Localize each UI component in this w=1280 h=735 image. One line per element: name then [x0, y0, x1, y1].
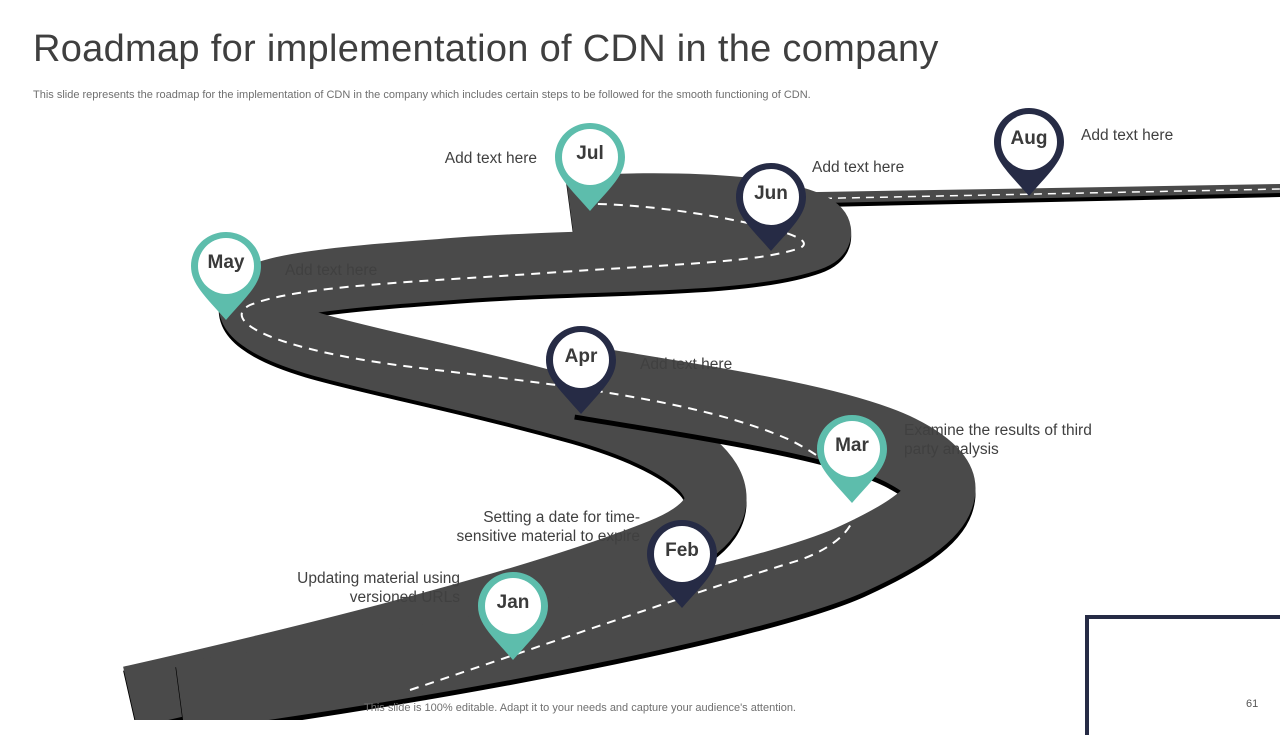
milestone-month: Jun [754, 183, 788, 204]
milestone-pin-jun: Jun [732, 159, 810, 255]
milestone-pin-may: May [187, 228, 265, 324]
footer-note: This slide is 100% editable. Adapt it to… [364, 702, 796, 714]
milestone-text-mar: Examine the results of third party analy… [904, 422, 1092, 458]
map-pin-icon [555, 123, 625, 211]
page-number: 61 [1246, 698, 1259, 710]
map-pin-icon [647, 520, 717, 608]
corner-frame [1085, 615, 1280, 735]
road-path [123, 173, 1280, 720]
milestone-pin-apr: Apr [542, 322, 620, 418]
milestone-text-feb: Setting a date for time-sensitive materi… [456, 509, 641, 545]
map-pin-icon [478, 572, 548, 660]
slide-subtitle: This slide represents the roadmap for th… [33, 89, 811, 101]
milestone-text-jul: Add text here [444, 150, 537, 167]
milestone-month: May [207, 252, 245, 273]
milestone-month: Jul [576, 143, 604, 164]
map-pin-icon [817, 415, 887, 503]
milestone-month: Aug [1010, 128, 1048, 149]
milestone-month: Mar [835, 435, 869, 456]
milestone-month: Apr [564, 346, 598, 367]
milestone-text-may: Add text here [285, 262, 378, 279]
milestone-month: Jan [496, 592, 530, 613]
map-pin-icon [191, 232, 261, 320]
milestone-pin-aug: Aug [990, 104, 1068, 200]
milestone-pin-feb: Feb [643, 516, 721, 612]
milestone-pin-jul: Jul [551, 119, 629, 215]
milestone-text-jan: Updating material using versioned URLs [297, 570, 460, 606]
milestone-text-aug: Add text here [1081, 127, 1174, 144]
milestone-pin-jan: Jan [474, 568, 552, 664]
map-pin-icon [736, 163, 806, 251]
slide-title: Roadmap for implementation of CDN in the… [33, 28, 939, 70]
map-pin-icon [546, 326, 616, 414]
milestone-text-apr: Add text here [640, 356, 733, 373]
map-pin-icon [994, 108, 1064, 196]
milestone-text-jun: Add text here [812, 159, 905, 176]
milestone-pin-mar: Mar [813, 411, 891, 507]
milestone-month: Feb [665, 540, 699, 561]
